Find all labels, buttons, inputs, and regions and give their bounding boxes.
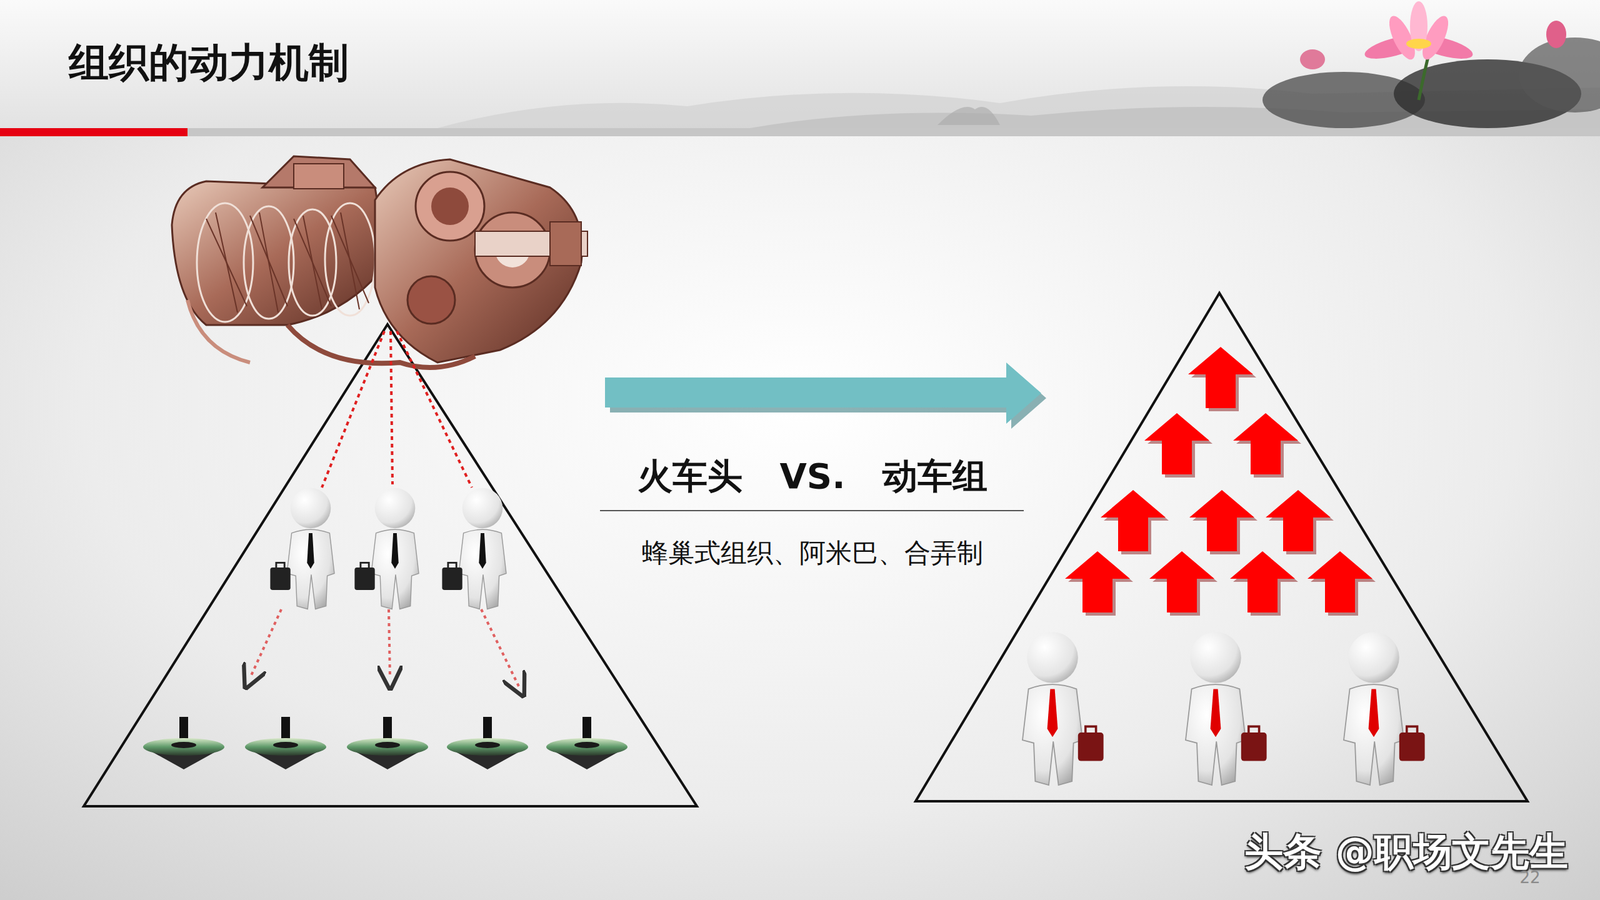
comparison-heading: 火车头 VS. 动车组 bbox=[637, 453, 988, 501]
subtitle: 蜂巢式组织、阿米巴、合弄制 bbox=[641, 535, 984, 571]
watermark: 头条 @职场文先生 bbox=[1244, 825, 1569, 879]
slide-title: 组织的动力机制 bbox=[68, 35, 349, 90]
page-number: 22 bbox=[1519, 868, 1540, 887]
